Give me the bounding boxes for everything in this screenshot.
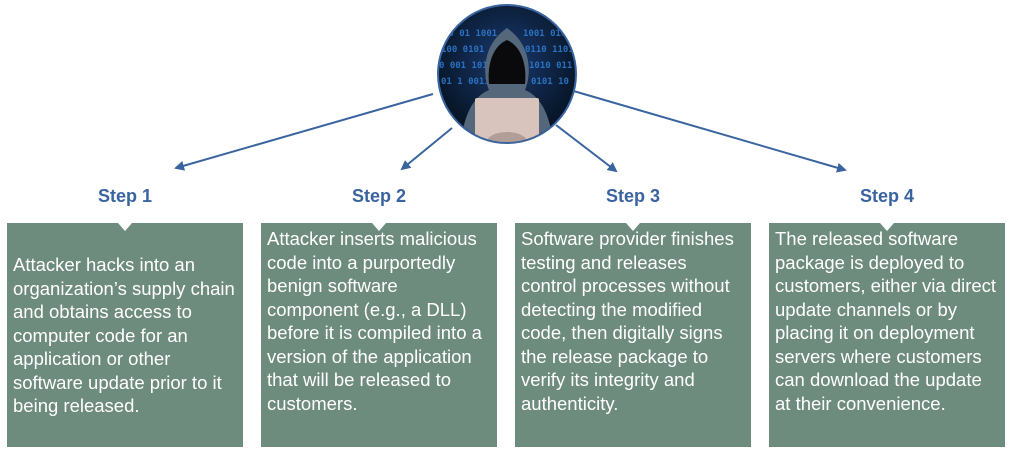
step-2-title: Step 2 xyxy=(351,186,407,206)
svg-text:0101 10: 0101 10 xyxy=(531,77,569,87)
svg-text:10 01 1001: 10 01 1001 xyxy=(443,29,497,39)
step-4-title: Step 4 xyxy=(859,186,915,206)
arrow-to-step-2 xyxy=(400,127,453,171)
svg-text:100 0101 0: 100 0101 0 xyxy=(441,45,495,55)
arrow-to-step-4 xyxy=(569,89,847,173)
svg-text:1001 010: 1001 010 xyxy=(523,29,566,39)
hacker-image: 10 01 1001 100 0101 0 0 001 101 01 1 001… xyxy=(437,4,577,144)
svg-text:0 001 101: 0 001 101 xyxy=(439,61,488,71)
step-4-description: The released software package is deploye… xyxy=(769,223,1005,447)
step-1-title: Step 1 xyxy=(97,186,153,206)
step-2-description: Attacker inserts malicious code into a p… xyxy=(261,223,497,447)
hacker-icon: 10 01 1001 100 0101 0 0 001 101 01 1 001… xyxy=(439,28,574,142)
svg-text:0110 1101: 0110 1101 xyxy=(525,45,574,55)
arrow-to-step-1 xyxy=(174,93,434,171)
svg-text:1010 011: 1010 011 xyxy=(529,61,572,71)
arrow-to-step-3 xyxy=(555,124,618,173)
step-1-description: Attacker hacks into an organization’s su… xyxy=(7,223,243,447)
svg-text:01 1 0011: 01 1 0011 xyxy=(441,77,490,87)
step-3-description: Software provider finishes testing and r… xyxy=(515,223,751,447)
step-3-title: Step 3 xyxy=(605,186,661,206)
